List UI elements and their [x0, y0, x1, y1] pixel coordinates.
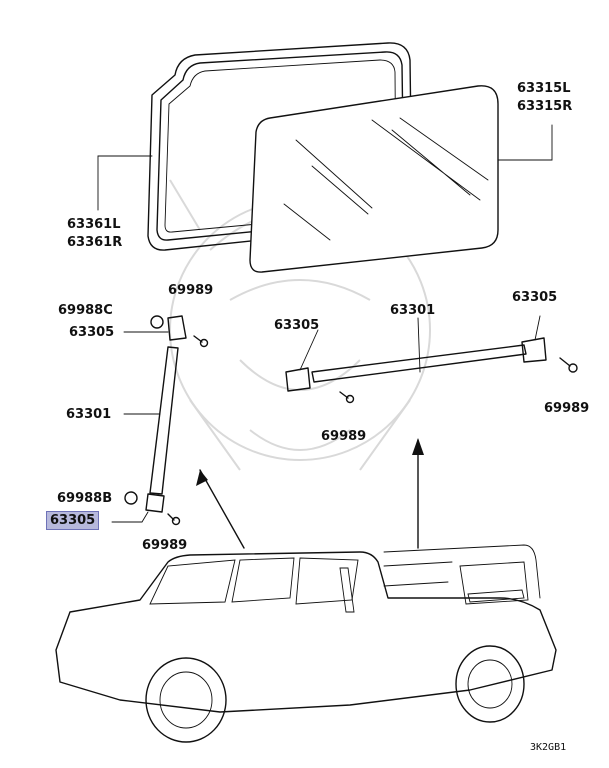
part-number-63315r[interactable]: 63315R	[517, 99, 573, 114]
part-number-63305-right-near[interactable]: 63305	[274, 318, 320, 333]
leader-lines	[97, 124, 553, 523]
part-number-69988c[interactable]: 69988C	[58, 303, 113, 318]
part-number-63305-highlighted[interactable]: 63305	[46, 511, 100, 530]
left-rod-assembly	[124, 315, 209, 526]
right-rod-assembly	[285, 337, 578, 404]
part-number-63361l[interactable]: 63361L	[67, 217, 121, 232]
quarter-glass	[249, 85, 499, 273]
part-number-69989-right-mid[interactable]: 69989	[321, 429, 367, 444]
part-number-63315l[interactable]: 63315L	[517, 81, 571, 96]
part-number-63301-right[interactable]: 63301	[390, 303, 436, 318]
part-number-69989-right-far[interactable]: 69989	[544, 401, 590, 416]
part-number-69989-lower-left[interactable]: 69989	[142, 538, 188, 553]
part-number-69989-upper-left[interactable]: 69989	[168, 283, 214, 298]
part-number-63305-right-far[interactable]: 63305	[512, 290, 558, 305]
pointer-arrows	[196, 438, 424, 549]
part-number-63305-upper-left[interactable]: 63305	[69, 325, 115, 340]
diagram-code: 3K2GB1	[530, 742, 567, 753]
vehicle-outline	[55, 544, 557, 743]
part-number-63301-left[interactable]: 63301	[66, 407, 112, 422]
part-number-69988b[interactable]: 69988B	[57, 491, 113, 506]
part-number-63361r[interactable]: 63361R	[67, 235, 123, 250]
